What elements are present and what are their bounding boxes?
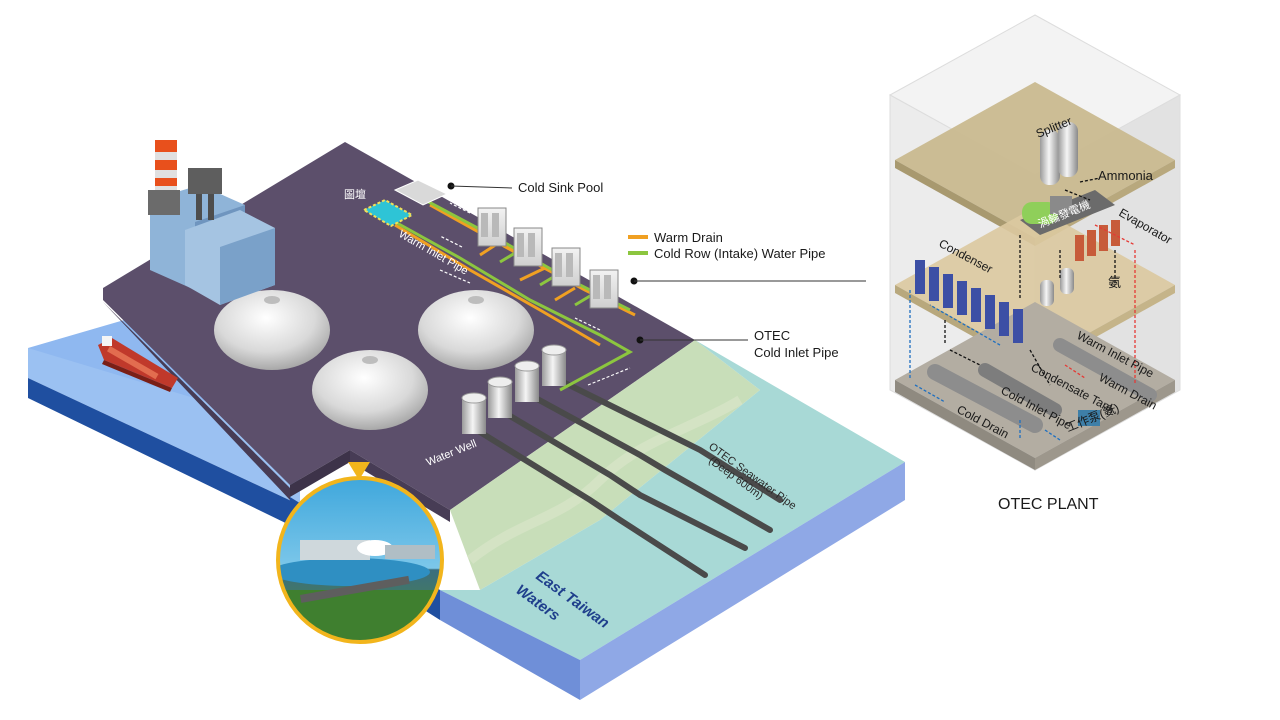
callout-cold-sink-pool: Cold Sink Pool: [447, 180, 603, 195]
callout-to-plant: [630, 277, 866, 285]
pool-sign-label: 圖壇: [344, 187, 366, 201]
cold-row-swatch: [628, 251, 648, 255]
evaporator-panels: [1075, 220, 1120, 261]
condenser-panels: [915, 260, 1023, 343]
cold-row-legend-label: Cold Row (Intake) Water Pipe: [654, 246, 825, 261]
lng-domes: [214, 290, 534, 430]
callout-otec-cold-inlet: OTEC Cold Inlet Pipe: [636, 328, 839, 360]
warm-drain-swatch: [628, 235, 648, 239]
tanker-ship: [98, 336, 178, 392]
site-photo-inset: [276, 462, 444, 644]
cold-sink-pool-label: Cold Sink Pool: [518, 180, 603, 195]
water-well-tanks: [461, 344, 567, 434]
cold-sink-pool: [361, 179, 449, 228]
ammonia-tanks: [1040, 268, 1074, 306]
plant-flow-arrows: [909, 177, 1136, 441]
splitter-vessels: [1040, 122, 1078, 185]
ammonia-label: Ammonia: [1098, 168, 1154, 183]
otec-cold-inlet-label-line1: OTEC: [754, 328, 790, 343]
exchanger-units: [477, 207, 619, 309]
flow-arrows-land: [439, 202, 631, 386]
plant-bottom-pipes: [927, 338, 1157, 433]
otec-cold-inlet-label-line2: Cold Inlet Pipe: [754, 345, 839, 360]
power-station: [148, 140, 275, 305]
ammonia-char-label: 氨: [1108, 275, 1121, 290]
warm-drain-legend-label: Warm Drain: [654, 230, 723, 245]
turbine-generator: [1020, 190, 1115, 235]
pipe-legend: Warm Drain Cold Row (Intake) Water Pipe: [628, 230, 825, 261]
otec-plant-illustration: Splitter Ammonia Evaporator 渦輪發電機 Conden…: [888, 14, 1182, 513]
seawater-pipes: [477, 375, 783, 578]
plant-title: OTEC PLANT: [998, 496, 1099, 513]
